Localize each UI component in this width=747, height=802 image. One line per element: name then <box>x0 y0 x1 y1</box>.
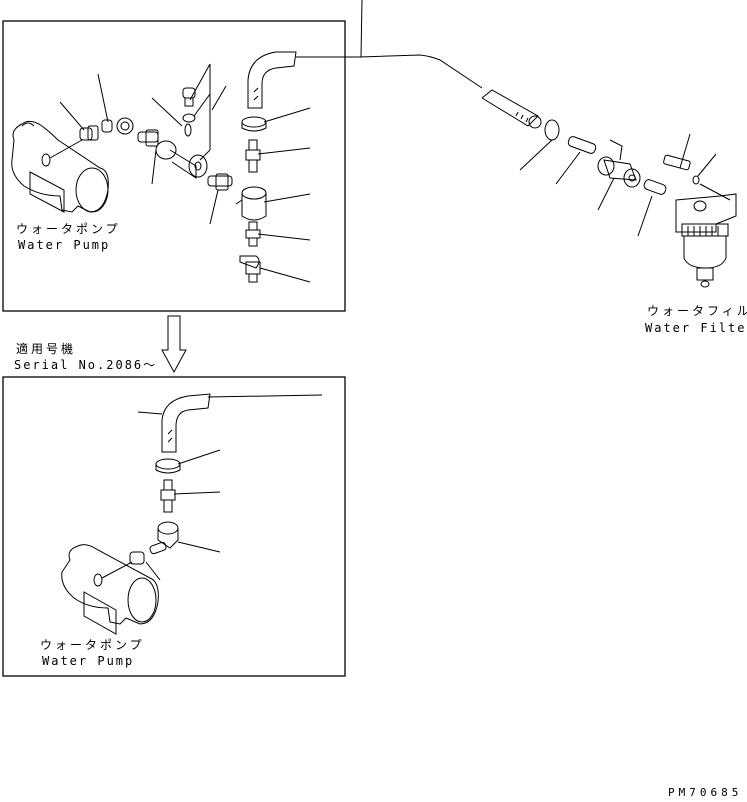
water-filter-icon <box>675 193 737 288</box>
top-panel-frame <box>2 20 346 312</box>
filter-label-jp: ウォータフィルタ <box>647 304 747 318</box>
leader-lines-bottom <box>137 394 323 581</box>
top-pump-label-jp: ウォータポンプ <box>16 222 121 236</box>
bottom-pump-label-en: Water Pump <box>42 654 135 668</box>
hose-line <box>344 0 731 237</box>
bottom-pump-label-jp: ウォータポンプ <box>40 638 145 652</box>
hose-stack-bottom <box>149 393 211 555</box>
serial-label: Serial No.2086～ <box>14 358 158 372</box>
water-pump-bottom-icon <box>61 544 159 635</box>
top-pump-label-en: Water Pump <box>18 238 111 252</box>
bottom-panel-frame <box>2 376 346 677</box>
down-arrow-icon <box>161 315 187 374</box>
water-pump-icon <box>11 120 109 213</box>
applicable-label-jp: 適用号機 <box>16 342 77 356</box>
fittings-top <box>49 87 233 191</box>
hose-stack-top <box>235 51 297 283</box>
filter-label-en: Water Filter <box>645 321 747 335</box>
leader-lines-top <box>59 56 362 283</box>
drawing-code: PM70685 <box>668 786 743 799</box>
